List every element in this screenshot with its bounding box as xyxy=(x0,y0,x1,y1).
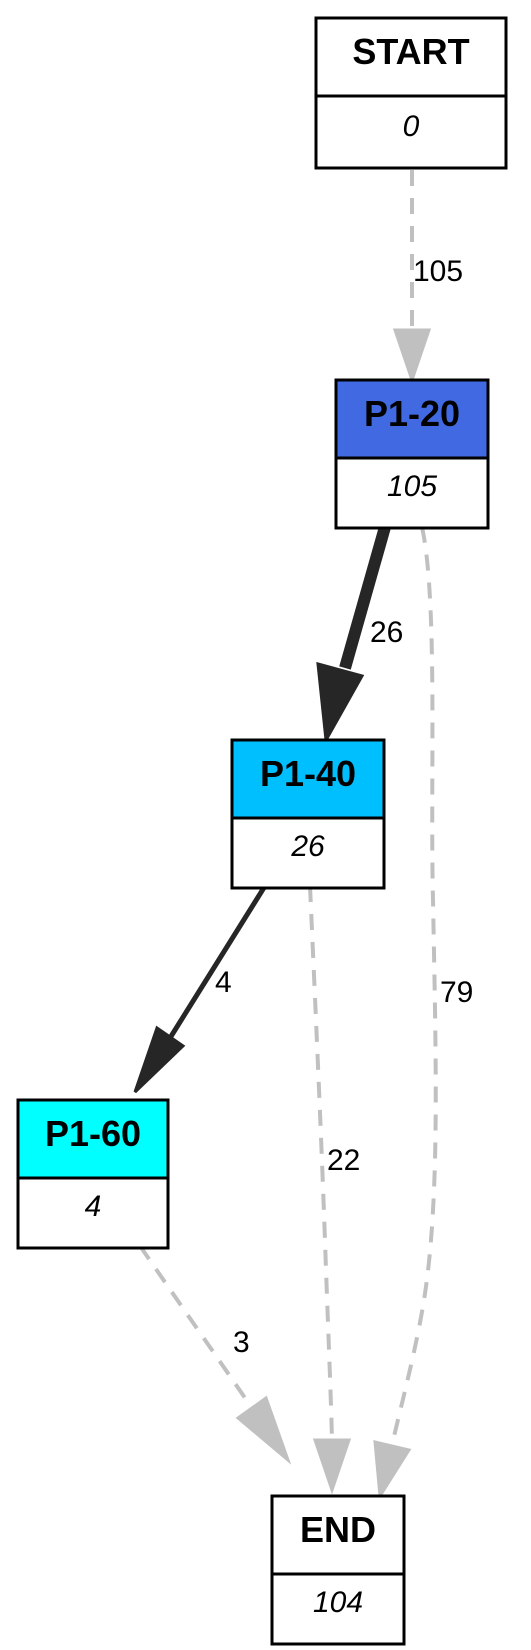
node-start-header xyxy=(316,18,506,96)
node-p1-20-title: P1-20 xyxy=(364,393,460,434)
node-p1-20: P1-20 105 xyxy=(334,378,490,530)
edge-label-p1-40-end: 22 xyxy=(327,1144,360,1177)
node-p1-40-title: P1-40 xyxy=(260,753,356,794)
edge-label-start-p1-20: 105 xyxy=(413,255,463,288)
edge-p1-60-to-end: 3 xyxy=(138,1244,292,1465)
node-end-value: 104 xyxy=(313,1586,363,1619)
edge-label-p1-20-end: 79 xyxy=(440,976,473,1009)
node-start-value: 0 xyxy=(403,110,420,143)
edge-label-p1-20-p1-40: 26 xyxy=(370,616,403,649)
node-end-header xyxy=(272,1496,404,1574)
edge-label-p1-40-p1-60: 4 xyxy=(215,966,232,999)
node-start-title: START xyxy=(352,31,469,72)
node-p1-60-title: P1-60 xyxy=(45,1113,141,1154)
edge-p1-40-to-end: 22 xyxy=(308,885,360,1495)
node-p1-40-value: 26 xyxy=(290,830,325,863)
node-end-title: END xyxy=(300,1509,376,1550)
node-start: START 0 xyxy=(314,16,508,170)
edge-p1-20-to-end: 79 xyxy=(373,526,473,1501)
node-p1-60: P1-60 4 xyxy=(16,1098,170,1250)
edge-p1-40-to-p1-60: 4 xyxy=(133,884,268,1094)
node-p1-20-value: 105 xyxy=(387,470,437,503)
node-p1-40: P1-40 26 xyxy=(230,738,386,890)
node-p1-40-header xyxy=(232,740,384,818)
node-p1-20-header xyxy=(336,380,488,458)
node-p1-60-header xyxy=(18,1100,168,1178)
node-p1-60-value: 4 xyxy=(85,1190,102,1223)
edge-label-p1-60-end: 3 xyxy=(233,1326,250,1359)
edge-start-to-p1-20: 105 xyxy=(392,170,463,385)
edge-p1-20-to-p1-40: 26 xyxy=(316,525,403,745)
node-end: END 104 xyxy=(270,1494,406,1646)
